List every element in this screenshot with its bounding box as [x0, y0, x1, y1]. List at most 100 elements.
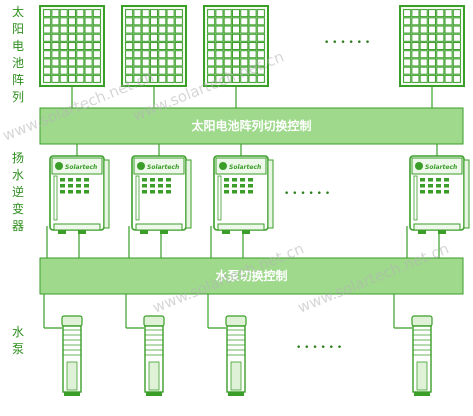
panel-cell — [133, 33, 142, 42]
panel-cell — [43, 66, 52, 75]
indicator-light — [428, 184, 433, 188]
panel-cell — [141, 41, 150, 51]
panel-cell — [403, 74, 412, 83]
panel-cell — [444, 58, 453, 67]
panel-cell — [84, 66, 93, 75]
panel-cell — [149, 9, 159, 18]
panel-cell — [51, 66, 60, 75]
panel-cell — [158, 74, 167, 83]
panel-cell — [51, 17, 60, 26]
panel-cell — [133, 17, 142, 26]
brand-logo-icon — [55, 162, 63, 170]
panel-cell — [452, 17, 461, 26]
solar-panel — [203, 5, 269, 87]
panel-cell — [411, 33, 420, 42]
panel-cell — [67, 74, 77, 83]
panel-cell — [427, 17, 437, 26]
panel-cell — [411, 25, 420, 34]
inverter-brand: Solartech — [425, 164, 457, 171]
panel-cell — [248, 9, 257, 18]
panel-cell — [92, 17, 101, 26]
panel-cell — [240, 33, 249, 42]
panel-cell — [444, 17, 453, 26]
panel-cell — [76, 74, 85, 83]
panel-cell — [149, 41, 159, 51]
panel-cell — [149, 33, 159, 42]
panel-cell — [207, 17, 216, 26]
panel-cell — [43, 58, 52, 67]
inverter-side — [103, 159, 110, 229]
panel-cell — [158, 33, 167, 42]
panel-cell — [231, 9, 241, 18]
panel-cell — [452, 41, 461, 51]
panel-cell — [133, 58, 142, 67]
panel-cell — [452, 50, 461, 59]
indicator-light — [68, 184, 73, 188]
panel-cell — [84, 9, 93, 18]
panel-cell — [51, 74, 60, 83]
panel-cell — [51, 33, 60, 42]
indicator-light — [248, 184, 253, 188]
panel-cell — [411, 66, 420, 75]
panel-cell — [207, 9, 216, 18]
panel-cell — [436, 17, 445, 26]
indicator-light — [240, 178, 245, 182]
panel-cell — [248, 17, 257, 26]
panel-cell — [231, 74, 241, 83]
panel-cell — [223, 66, 232, 75]
panel-cell — [67, 33, 77, 42]
panel-cell — [43, 25, 52, 34]
panel-cell — [92, 74, 101, 83]
panel-cell — [403, 25, 412, 34]
pump-top — [61, 315, 83, 327]
panel-cell — [231, 66, 241, 75]
panel-cell — [207, 50, 216, 59]
panel-cell — [133, 9, 142, 18]
panel-cell — [427, 66, 437, 75]
panel-cell — [231, 41, 241, 51]
panel-cell — [174, 50, 183, 59]
panel-cell — [240, 25, 249, 34]
pump-bottom — [228, 392, 244, 396]
panel-cell — [84, 33, 93, 42]
panel-cell — [133, 74, 142, 83]
panel-cell — [240, 9, 249, 18]
indicator-light — [224, 190, 229, 194]
panel-cell — [452, 66, 461, 75]
panel-cell — [256, 25, 265, 34]
panel-cell — [452, 9, 461, 18]
panel-cell — [256, 50, 265, 59]
panel-cell — [43, 50, 52, 59]
panel-cell — [411, 50, 420, 59]
panel-cell — [158, 17, 167, 26]
panel-cell — [419, 9, 428, 18]
panel-cell — [419, 50, 428, 59]
indicator-light — [428, 178, 433, 182]
inverter-vent — [217, 175, 222, 221]
panel-cell — [427, 9, 437, 18]
indicator-light — [232, 184, 237, 188]
indicator-light — [444, 190, 449, 194]
panel-cell — [215, 41, 224, 51]
panel-cell — [92, 50, 101, 59]
panel-cell — [125, 9, 134, 18]
panel-cell — [231, 25, 241, 34]
panel-cell — [59, 58, 68, 67]
panel-cell — [67, 25, 77, 34]
panel-cell — [240, 66, 249, 75]
panel-cell — [92, 33, 101, 42]
panel-cell — [419, 66, 428, 75]
panel-cell — [215, 66, 224, 75]
panel-cell — [141, 33, 150, 42]
panel-cell — [411, 41, 420, 51]
panel-cell — [215, 9, 224, 18]
panel-cell — [231, 17, 241, 26]
solar-panel — [399, 5, 465, 87]
indicator-light — [420, 190, 425, 194]
indicator-light — [436, 184, 441, 188]
panel-cell — [59, 50, 68, 59]
panel-cell — [76, 50, 85, 59]
panel-cell — [149, 50, 159, 59]
panel-cell — [403, 33, 412, 42]
